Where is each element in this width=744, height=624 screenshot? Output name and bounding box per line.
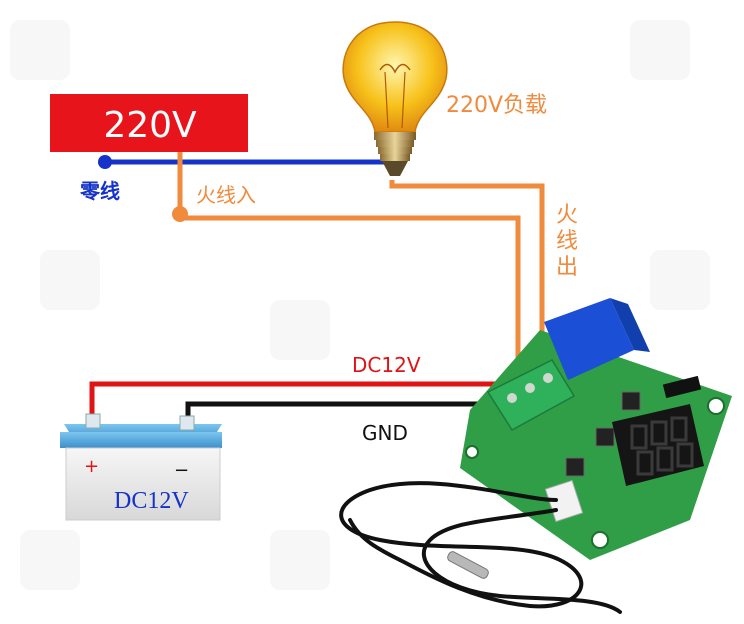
battery-icon: [60, 413, 222, 521]
board-button-2: [595, 427, 615, 447]
battery-minus-label: −: [174, 460, 189, 481]
load-label: 220V负载: [446, 93, 547, 118]
neutral-label: 零线: [79, 179, 120, 203]
neutral-terminal: [98, 155, 112, 169]
live-out-label-1: 火: [556, 203, 578, 228]
live-out-label-2: 线: [556, 229, 578, 254]
dc-wire-label: DC12V: [352, 353, 421, 377]
gnd-wire-label: GND: [362, 421, 408, 445]
live-out-wire: [389, 180, 545, 352]
live-in-terminal: [172, 206, 188, 222]
dc-positive-wire: [89, 381, 516, 418]
light-bulb-icon: [342, 21, 448, 176]
live-in-wire: [177, 152, 521, 368]
battery-voltage-label: DC12V: [114, 488, 189, 514]
battery-plus-label: +: [84, 456, 99, 477]
mains-voltage-label: 220V: [103, 105, 197, 146]
probe-tip: [447, 551, 489, 579]
live-in-label: 火线入: [196, 183, 256, 207]
board-button-1: [621, 391, 641, 411]
relay-icon: [544, 298, 634, 380]
live-out-label-3: 出: [556, 255, 578, 280]
thermostat-board-icon: [460, 298, 732, 560]
temperature-probe-icon: [339, 481, 622, 614]
watermark: [10, 20, 710, 590]
board-button-3: [565, 457, 585, 477]
mains-voltage-box: [50, 94, 248, 152]
gnd-wire: [185, 401, 510, 430]
